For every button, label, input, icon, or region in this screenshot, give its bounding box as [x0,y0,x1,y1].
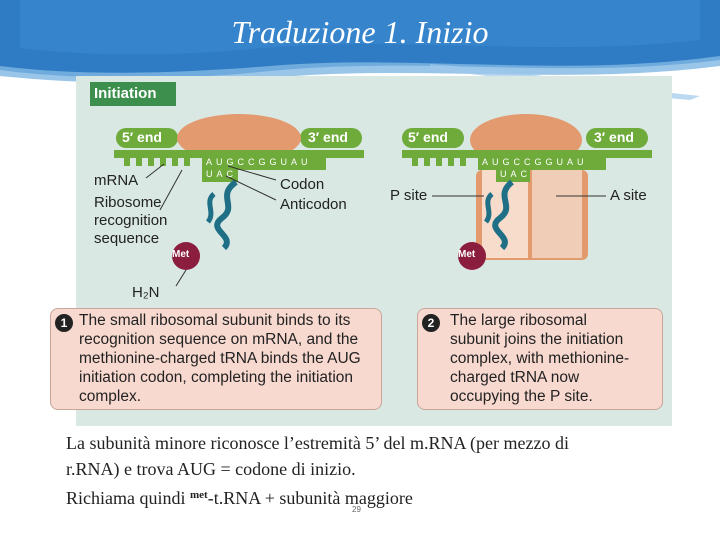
slide-title: Traduzione 1. Inizio [231,14,489,50]
anticodon-label: Anticodon [280,196,347,213]
panel1-anticodon-bar [202,170,238,182]
panel1-met-label: Met [172,249,190,260]
ribosome-label: Ribosome [94,194,162,211]
step2-text: The large ribosomal subunit joins the in… [450,311,629,406]
caption-line-2: r.RNA) e trova AUG = codone di inizio. [66,459,356,479]
p-site-label: P site [390,187,428,204]
step1-line: initiation codon, completing the initiat… [79,369,354,386]
step1-text: The small ribosomal subunit binds to its… [79,311,361,406]
step2-line: subunit joins the initiation [450,331,624,348]
initiation-figure: Initiation 5′ end 3′ end AUGCCGGUAU UAC … [50,76,672,426]
step1-line: recognition sequence on mRNA, and the [79,331,359,348]
panel1-3end-pill [300,128,362,148]
panel2-5end-pill [402,128,464,148]
figure-drawing [90,82,652,287]
panel2-3end-label: 3′ end [594,129,634,145]
step2-line: charged tRNA now [450,369,580,386]
panel1-3end-label: 3′ end [308,129,348,145]
codon-label: Codon [280,176,325,193]
page-number: 29 [352,505,361,514]
slide-caption: La subunità minore riconosce l’estremità… [66,430,686,511]
panel1-diagram [114,114,364,287]
caption-line-3-end: -t.RNA + subunità maggiore [207,488,413,508]
sequence-label: sequence [94,230,160,247]
caption-met-superscript: met [189,489,208,501]
panel2-met-circle [458,242,486,270]
heading-bg [90,82,176,106]
step2-line: occupying the P site. [450,388,593,405]
caption-line-3: Richiama quindi met-t.RNA + subunità mag… [66,482,686,511]
panel1-met-circle [172,242,200,270]
panel2-mrna-strand [402,150,652,158]
figure-heading: Initiation [94,85,157,102]
a-site-label: A site [610,187,647,204]
mrna-label: mRNA [94,172,139,189]
panel2-diagram [402,114,652,270]
panel1-mrna-teeth [124,158,190,166]
step2-number: 2 [422,314,440,332]
recognition-label: recognition [94,212,168,229]
h2n-label: H₂N [132,284,160,301]
panel1-anticodon-sequence: UAC [206,169,238,179]
step1-line: The small ribosomal subunit binds to its [79,312,351,329]
panel1-5end-label: 5′ end [122,129,162,145]
panel1-5end-pill [116,128,178,148]
panel2-met-label: Met [458,249,476,260]
caption-line-3-start: Richiama quindi [66,488,190,508]
step1-box: 1 The small ribosomal subunit binds to i… [50,308,382,410]
step2-line: complex, with methionine- [450,350,630,367]
step1-line: methionine-charged tRNA binds the AUG [79,350,361,367]
panel2-anticodon-sequence: UAC [500,169,532,179]
panel1-codon-sequence: AUGCCGGUAU [206,157,312,167]
step2-box: 2 The large ribosomal subunit joins the … [417,308,663,410]
panel2-5end-label: 5′ end [408,129,448,145]
panel2-codon-sequence: AUGCCGGUAU [482,157,588,167]
step2-line: The large ribosomal [450,312,587,329]
panel2-a-site-area [532,170,582,258]
panel1-mrna-strand [114,150,364,158]
panel2-3end-pill [586,128,648,148]
step1-number: 1 [55,314,73,332]
step1-line: complex. [79,388,142,405]
caption-line-1: La subunità minore riconosce l’estremità… [66,433,570,453]
